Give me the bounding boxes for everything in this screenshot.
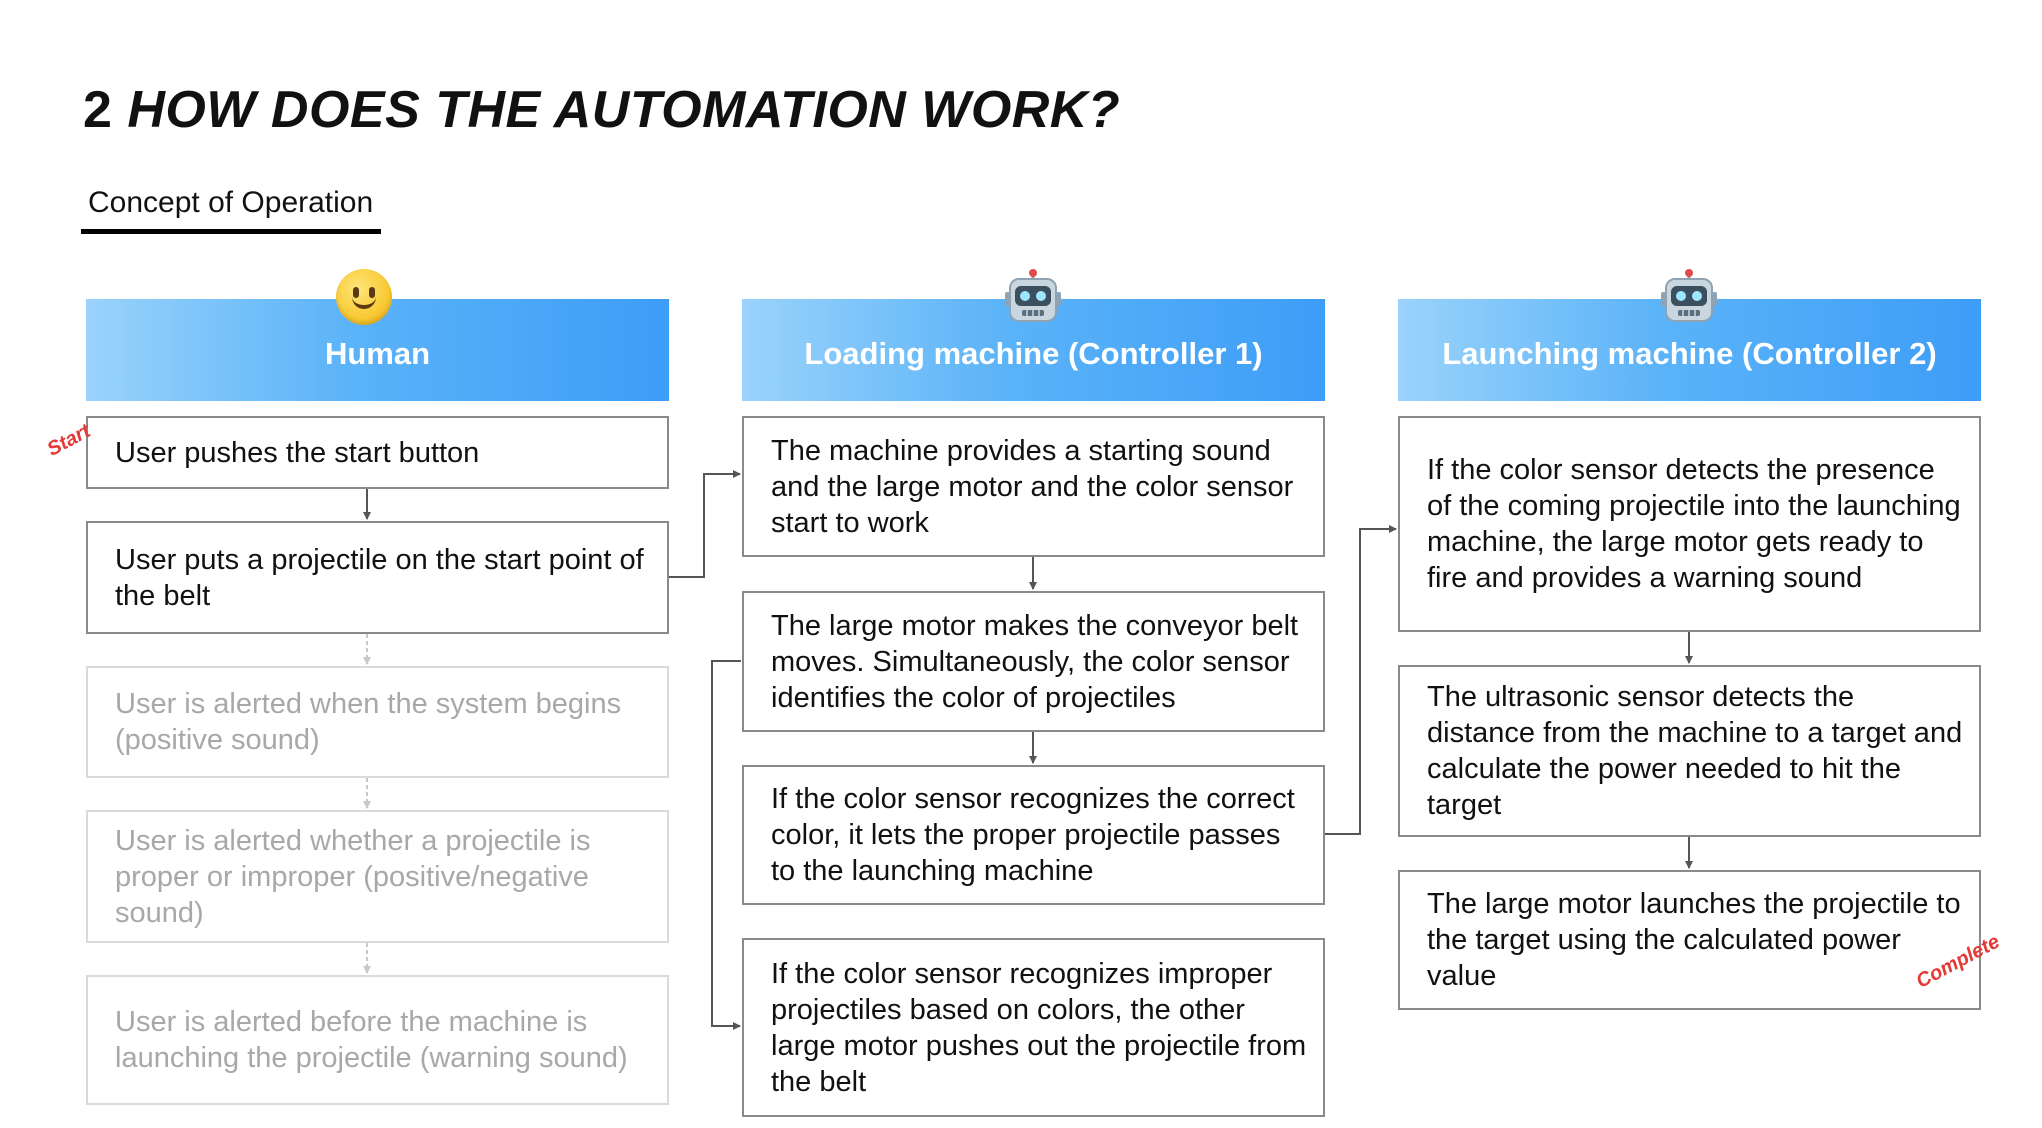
page-title: 2 HOW DOES THE AUTOMATION WORK? [83,80,1120,140]
loading-step-1: The machine provides a starting sound an… [742,416,1325,557]
launching-step-2: The ultrasonic sensor detects the distan… [1398,665,1981,837]
arrow-loading-2-to-4 [711,660,741,1030]
step-text: If the color sensor recognizes the corre… [771,783,1295,887]
step-text: User pushes the start button [115,436,480,469]
page-subtitle: Concept of Operation [88,186,374,219]
human-step-4: User is alerted whether a projectile is … [86,810,669,943]
loading-step-2: The large motor makes the conveyor belt … [742,591,1325,732]
launching-step-1: If the color sensor detects the presence… [1398,416,1981,632]
human-step-1: User pushes the start button [86,416,669,489]
step-text: If the color sensor detects the presence… [1427,454,1961,594]
smiling-face-icon [336,269,392,325]
human-step-2: User puts a projectile on the start poin… [86,521,669,634]
robot-face-icon [1661,269,1717,322]
arrow-loading-to-launching [1325,525,1397,835]
arrow-human-to-loading [669,470,741,578]
step-text: User is alerted whether a projectile is … [115,824,591,929]
loading-step-4: If the color sensor recognizes improper … [742,938,1325,1117]
page-title-text: HOW DOES THE AUTOMATION WORK? [127,81,1121,139]
human-step-3: User is alerted when the system begins (… [86,666,669,778]
human-step-5: User is alerted before the machine is la… [86,975,669,1105]
section-number: 2 [83,81,113,139]
step-text: The ultrasonic sensor detects the distan… [1427,681,1963,821]
step-text: User is alerted when the system begins (… [115,688,622,756]
subtitle-underline [81,229,381,234]
launching-step-3: The large motor launches the projectile … [1398,870,1981,1010]
step-text: User is alerted before the machine is la… [115,1006,628,1074]
step-text: User puts a projectile on the start poin… [115,543,644,612]
step-text: The machine provides a starting sound an… [771,434,1294,539]
robot-face-icon [1005,269,1061,322]
loading-step-3: If the color sensor recognizes the corre… [742,765,1325,905]
step-text: If the color sensor recognizes improper … [771,957,1307,1098]
step-text: The large motor launches the projectile … [1427,888,1961,992]
step-text: The large motor makes the conveyor belt … [771,609,1299,714]
